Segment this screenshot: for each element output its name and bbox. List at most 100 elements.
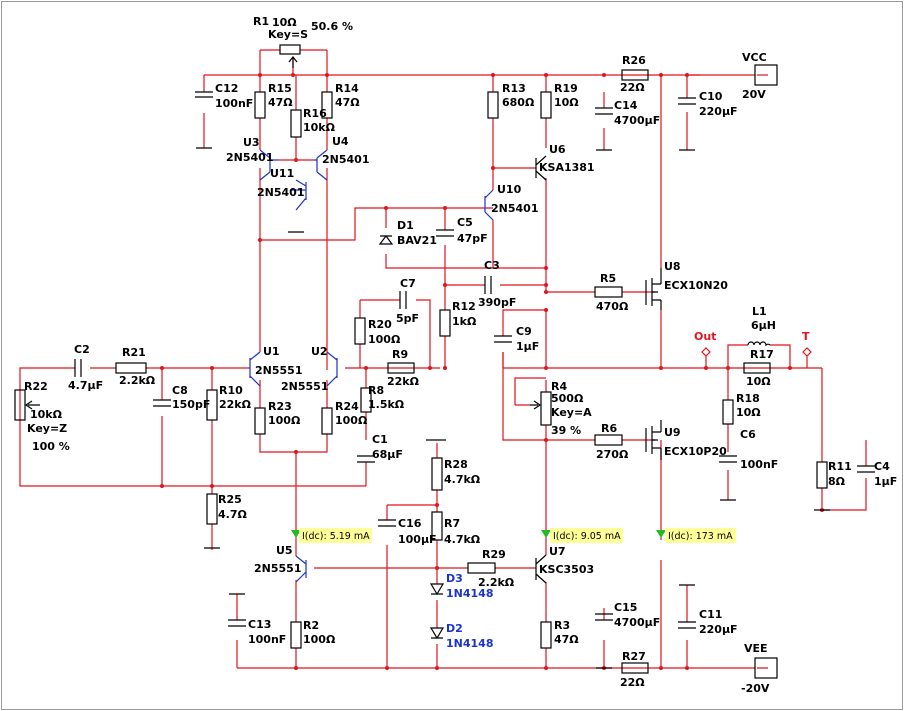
resistor-r14[interactable] — [321, 91, 333, 119]
label-r9-1: 22kΩ — [387, 375, 420, 388]
label-u10-0: U10 — [497, 183, 522, 196]
diode-d3[interactable] — [429, 583, 445, 596]
transistor-u3[interactable] — [259, 149, 278, 181]
label-r10-0: R10 — [219, 384, 243, 397]
vcc-source[interactable] — [754, 64, 778, 86]
resistor-r5[interactable] — [594, 286, 623, 298]
capacitor-c1[interactable] — [357, 455, 375, 463]
resistor-r7[interactable] — [431, 511, 443, 541]
transistor-u1[interactable] — [249, 351, 261, 387]
label-r1-3: 50.6 % — [311, 20, 353, 33]
resistor-r20[interactable] — [354, 317, 366, 345]
probe-marker-2 — [541, 530, 551, 538]
resistor-r3[interactable] — [540, 621, 552, 649]
diode-d1[interactable] — [378, 235, 394, 245]
label-c4-0: C4 — [874, 460, 890, 473]
label-r12-0: R12 — [452, 300, 476, 313]
label-r20-0: R20 — [368, 318, 392, 331]
resistor-r29[interactable] — [467, 562, 496, 574]
resistor-r6[interactable] — [594, 434, 623, 446]
label-d2-1: 1N4148 — [446, 637, 493, 650]
capacitor-c16[interactable] — [378, 519, 396, 527]
capacitor-c2[interactable] — [74, 359, 82, 377]
resistor-r17[interactable] — [743, 362, 771, 374]
transistor-u11[interactable] — [290, 179, 307, 211]
capacitor-c10[interactable] — [678, 97, 696, 105]
transistor-u5[interactable] — [295, 555, 307, 583]
capacitor-c9[interactable] — [494, 335, 512, 343]
resistor-r8[interactable] — [360, 387, 372, 413]
resistor-r19[interactable] — [540, 91, 552, 119]
label-r22-0: R22 — [24, 380, 48, 393]
label-c7-0: C7 — [400, 277, 416, 290]
transistor-u10[interactable] — [484, 189, 494, 221]
capacitor-c13[interactable] — [228, 619, 246, 627]
probe-label-3: I(dc): 173 mA — [668, 531, 733, 542]
resistor-r26[interactable] — [621, 69, 649, 81]
mosfet-u8[interactable] — [645, 268, 662, 310]
resistor-r21[interactable] — [115, 362, 147, 374]
label-c12-0: C12 — [215, 82, 238, 95]
transistor-u7[interactable] — [535, 554, 547, 584]
probe-t[interactable] — [802, 347, 812, 368]
resistor-r10[interactable] — [206, 389, 218, 421]
label-r8-1: 1.5kΩ — [368, 398, 405, 411]
resistor-r12[interactable] — [439, 309, 451, 337]
transistor-u2[interactable] — [326, 351, 338, 387]
label-r13-1: 680Ω — [502, 96, 535, 109]
label-u3-0: U3 — [243, 136, 260, 149]
label-u11-0: U11 — [270, 167, 294, 180]
label-r6-1: 270Ω — [596, 448, 629, 461]
resistor-r27[interactable] — [621, 662, 649, 674]
capacitor-c12[interactable] — [195, 91, 213, 98]
label-c14-0: C14 — [614, 99, 638, 112]
capacitor-c5[interactable] — [436, 229, 454, 237]
label-d1-1: BAV21 — [397, 234, 437, 247]
mosfet-u9[interactable] — [645, 420, 662, 460]
capacitor-c15[interactable] — [595, 613, 613, 621]
label-c8-0: C8 — [172, 384, 188, 397]
resistor-r18[interactable] — [722, 399, 734, 425]
pot-r4[interactable] — [540, 391, 552, 426]
label-d3-1: 1N4148 — [446, 587, 493, 600]
label-r25-1: 4.7Ω — [218, 508, 247, 521]
resistor-r16[interactable] — [290, 109, 302, 138]
capacitor-c3[interactable] — [484, 276, 492, 294]
resistor-r11[interactable] — [816, 461, 828, 489]
capacitor-c8[interactable] — [153, 399, 171, 407]
label-r4-2: Key=A — [551, 406, 592, 419]
inductor-l1[interactable] — [747, 341, 771, 347]
label-vcc-1: 20V — [742, 88, 766, 101]
label-l1-1: 6µH — [751, 319, 776, 332]
transistor-u4[interactable] — [314, 149, 328, 181]
vee-source[interactable] — [754, 657, 778, 679]
resistor-r13[interactable] — [487, 91, 499, 119]
label-r22-2: Key=Z — [27, 422, 67, 435]
label-c7-1: 5pF — [396, 312, 419, 325]
diode-d2[interactable] — [429, 627, 445, 640]
label-c9-1: 1µF — [516, 340, 539, 353]
resistor-r2[interactable] — [290, 621, 302, 649]
label-out-0: Out — [694, 330, 716, 343]
capacitor-c4[interactable] — [857, 465, 875, 473]
label-r4-1: 500Ω — [551, 392, 584, 405]
resistor-r23[interactable] — [254, 407, 266, 435]
resistor-r9[interactable] — [387, 362, 415, 374]
capacitor-c11[interactable] — [678, 621, 696, 629]
resistor-r25[interactable] — [206, 493, 218, 525]
transistor-u6[interactable] — [535, 155, 547, 181]
resistor-r28[interactable] — [431, 457, 443, 491]
resistor-r15[interactable] — [254, 91, 266, 119]
label-r22-1: 10kΩ — [30, 408, 63, 421]
capacitor-c14[interactable] — [595, 107, 613, 115]
capacitor-c7[interactable] — [399, 291, 407, 309]
label-u7-1: KSC3503 — [539, 563, 594, 576]
label-r20-1: 100Ω — [368, 333, 401, 346]
probe-out[interactable] — [701, 347, 711, 368]
pot-r1[interactable] — [279, 44, 301, 55]
capacitor-c6[interactable] — [719, 455, 737, 463]
label-vee-0: VEE — [744, 642, 768, 655]
resistor-r24[interactable] — [321, 407, 333, 435]
label-r15-0: R15 — [268, 82, 292, 95]
